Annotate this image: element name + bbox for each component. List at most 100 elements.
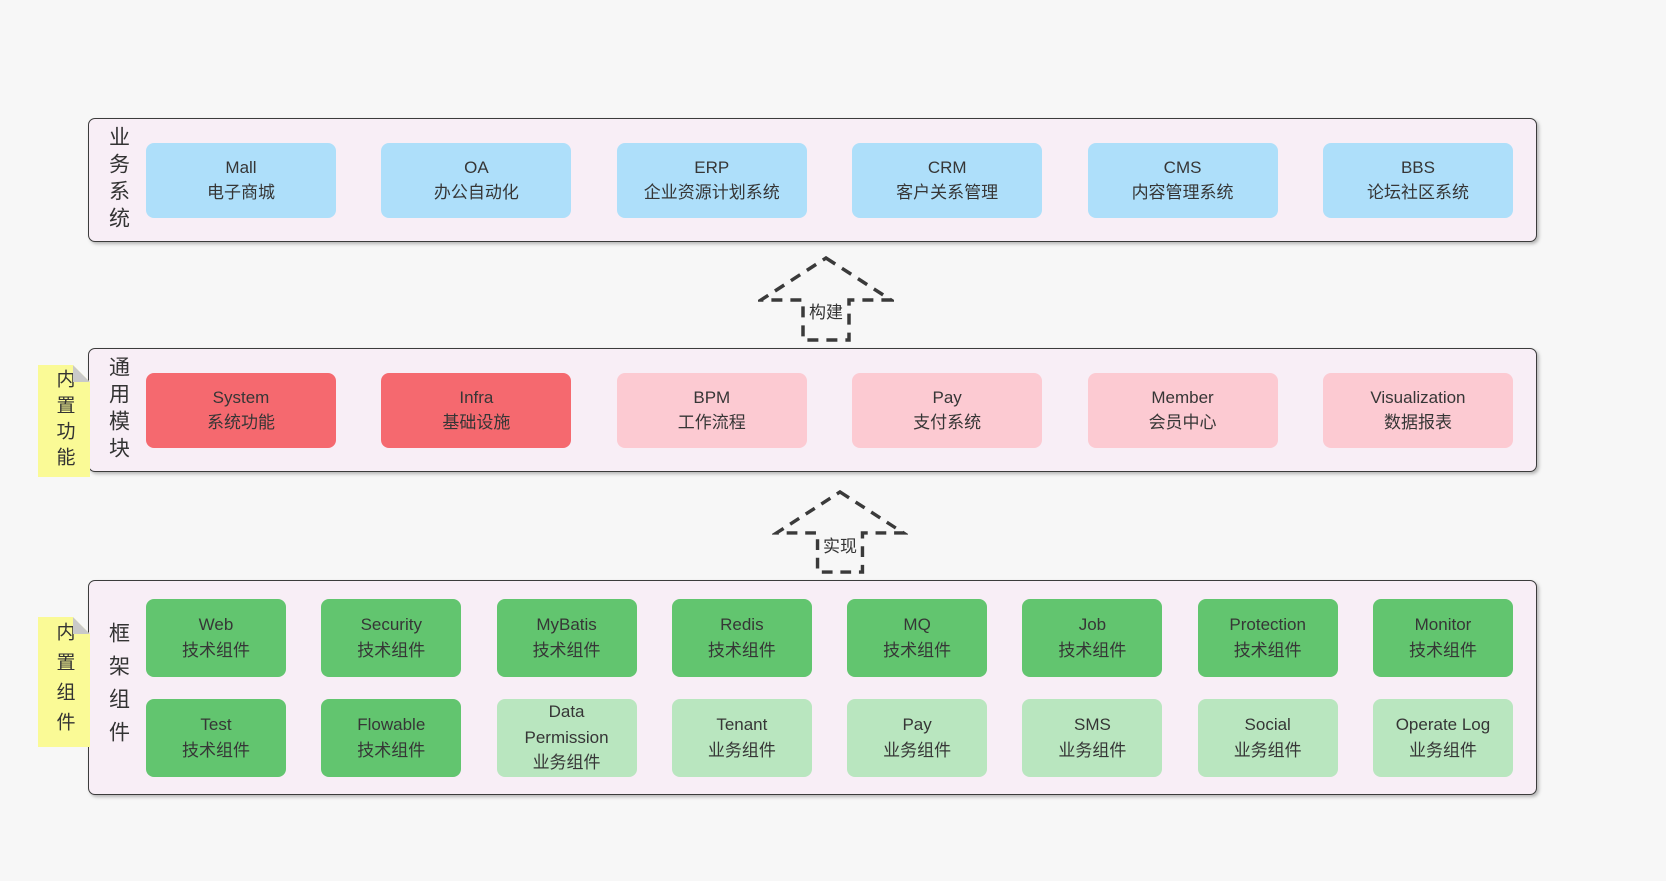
box-mall: Mall 电子商城 <box>146 142 336 218</box>
box-subtitle: 技术组件 <box>182 740 250 760</box>
box-web: Web 技术组件 <box>146 598 286 677</box>
box-subtitle: 系统功能 <box>207 413 275 432</box>
arrow-build-icon: 构建 <box>758 256 894 342</box>
box-tenant: Tenant 业务组件 <box>671 698 812 777</box>
panel-title: 框架组件 <box>89 581 146 794</box>
box-name: ERP <box>694 157 730 177</box>
box-subtitle: 技术组件 <box>883 640 952 660</box>
box-subtitle: 支付系统 <box>913 413 982 432</box>
box-name: Redis <box>720 615 764 634</box>
box-subtitle: 技术组件 <box>1058 640 1127 660</box>
box-test: Test 技术组件 <box>146 698 286 777</box>
box-subtitle: 技术组件 <box>182 640 250 660</box>
box-subtitle: 电子商城 <box>207 183 275 202</box>
box-subtitle: 业务组件 <box>532 753 601 773</box>
box-cms: CMS 内容管理系统 <box>1087 142 1278 218</box>
box-infra: Infra 基础设施 <box>381 372 572 448</box>
arrow-implement-icon: 实现 <box>772 490 908 574</box>
box-name: Pay <box>902 715 932 734</box>
box-pay: Pay 业务组件 <box>847 698 988 777</box>
box-redis: Redis 技术组件 <box>671 598 812 677</box>
box-name: BBS <box>1400 157 1435 177</box>
box-name: Monitor <box>1414 615 1472 634</box>
box-subtitle: 工作流程 <box>677 413 746 432</box>
box-subtitle: 数据报表 <box>1383 413 1452 432</box>
box-name: BPM <box>693 387 731 407</box>
sticky-note-text: 内置功能 <box>53 369 75 473</box>
box-subtitle: 业务组件 <box>1408 740 1477 760</box>
sticky-note-built-in-features: 内置功能 <box>38 365 90 477</box>
box-flowable: Flowable 技术组件 <box>321 698 462 777</box>
box-bbs: BBS 论坛社区系统 <box>1322 142 1513 218</box>
box-subtitle: 基础设施 <box>442 413 511 432</box>
box-name: System <box>212 387 270 407</box>
box-subtitle: 会员中心 <box>1148 413 1217 432</box>
box-name: CMS <box>1163 157 1202 177</box>
box-subtitle: 企业资源计划系统 <box>643 183 780 202</box>
panel-title-text: 通用模块 <box>106 356 130 464</box>
box-name: Data Permission <box>524 702 609 747</box>
box-name: Pay <box>932 387 962 407</box>
box-subtitle: 技术组件 <box>707 640 776 660</box>
panel-common-modules: 通用模块 System 系统功能 Infra 基础设施 BPM 工作流程 Pay 支付系统 Mem… <box>88 348 1537 472</box>
box-subtitle: 技术组件 <box>357 740 426 760</box>
box-subtitle: 业务组件 <box>1233 740 1302 760</box>
arrow-label: 实现 <box>820 532 860 557</box>
box-data-permission: Data Permission 业务组件 <box>496 698 637 777</box>
box-subtitle: 技术组件 <box>1408 640 1477 660</box>
box-sms: SMS 业务组件 <box>1022 698 1163 777</box>
arrow-label: 构建 <box>806 298 846 323</box>
panel-title-text: 框架组件 <box>106 621 130 754</box>
box-bpm: BPM 工作流程 <box>616 372 807 448</box>
box-name: Visualization <box>1370 387 1466 407</box>
box-subtitle: 业务组件 <box>707 740 776 760</box>
sticky-note-text: 内置组件 <box>53 622 75 742</box>
box-protection: Protection 技术组件 <box>1197 598 1338 677</box>
box-subtitle: 内容管理系统 <box>1131 183 1234 202</box>
box-subtitle: 技术组件 <box>1233 640 1302 660</box>
box-subtitle: 业务组件 <box>1058 740 1127 760</box>
box-visualization: Visualization 数据报表 <box>1322 372 1513 448</box>
box-job: Job 技术组件 <box>1022 598 1163 677</box>
box-name: Operate Log <box>1395 715 1491 734</box>
panel-title: 通用模块 <box>89 349 146 471</box>
sticky-note-built-in-components: 内置组件 <box>38 617 90 747</box>
box-name: Web <box>198 615 234 634</box>
box-name: Mall <box>225 157 257 177</box>
box-name: CRM <box>927 157 967 177</box>
box-name: MQ <box>903 615 931 634</box>
box-subtitle: 客户关系管理 <box>896 183 999 202</box>
panel-title-text: 业务系统 <box>106 126 130 234</box>
box-name: Protection <box>1229 615 1306 634</box>
panel-title: 业务系统 <box>89 119 146 241</box>
box-operate-log: Operate Log 业务组件 <box>1372 698 1513 777</box>
box-name: MyBatis <box>536 615 597 634</box>
box-pay: Pay 支付系统 <box>852 372 1043 448</box>
box-name: Security <box>360 615 422 634</box>
box-subtitle: 业务组件 <box>883 740 952 760</box>
box-name: Job <box>1078 615 1107 634</box>
box-subtitle: 办公自动化 <box>433 183 519 202</box>
box-name: SMS <box>1073 715 1111 734</box>
box-subtitle: 论坛社区系统 <box>1366 183 1469 202</box>
box-name: Test <box>200 715 232 734</box>
box-name: Infra <box>459 387 494 407</box>
box-name: Flowable <box>357 715 426 734</box>
box-name: Tenant <box>716 715 768 734</box>
box-crm: CRM 客户关系管理 <box>852 142 1043 218</box>
